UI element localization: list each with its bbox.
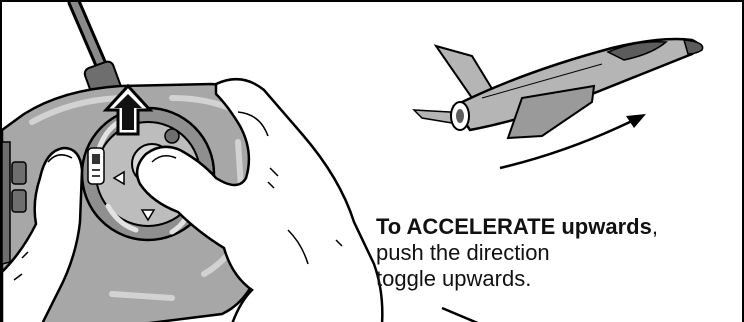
instruction-caption: To ACCELERATE upwards, push the directio… (376, 214, 736, 292)
decorative-stroke (442, 308, 480, 322)
caption-line-3: toggle upwards. (376, 266, 736, 292)
jet-airplane-illustration (414, 39, 703, 138)
caption-line-2: push the direction (376, 240, 736, 266)
caption-heading: To ACCELERATE upwards (376, 214, 652, 239)
caption-heading-suffix: , (652, 214, 658, 239)
